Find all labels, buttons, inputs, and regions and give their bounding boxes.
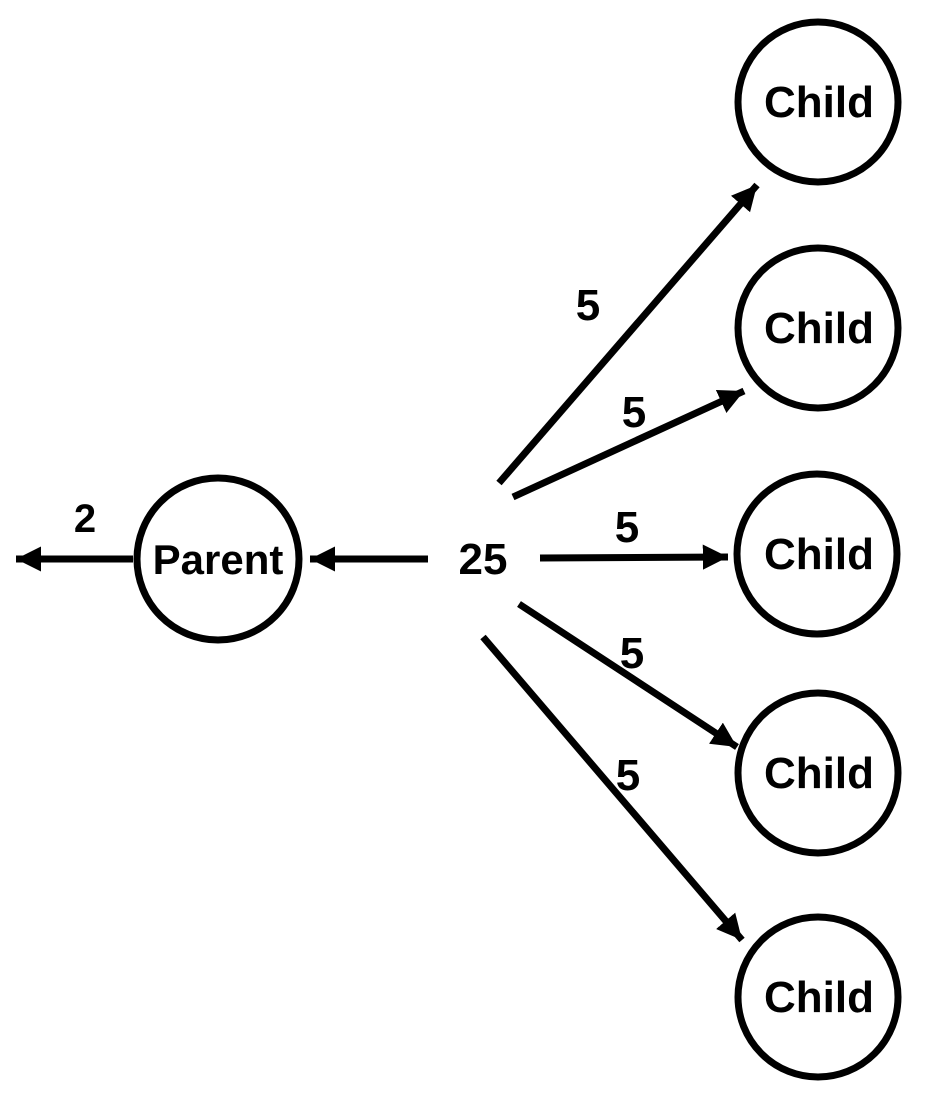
edge-source-to-child-5 [480, 634, 745, 943]
child-node-4 [734, 689, 902, 857]
child-node-4-label: Child [764, 749, 874, 798]
child-node-1-label: Child [764, 78, 874, 127]
edge-source-to-child-2 [511, 387, 746, 501]
edge-label-child-3: 5 [615, 503, 639, 552]
edge-source-to-child-1 [496, 182, 760, 486]
child-node-3-label: Child [764, 530, 874, 579]
edges-layer [16, 182, 760, 943]
edge-label-parent-outgoing: 2 [74, 497, 96, 541]
edge-source-to-child-4 [517, 601, 739, 750]
labels-layer: Parent Child Child Child Child Child 25 … [74, 78, 874, 1022]
edge-label-child-4: 5 [620, 629, 644, 678]
edge-source-to-child-3 [539, 544, 729, 570]
edge-label-child-1: 5 [576, 281, 600, 330]
child-node-5 [734, 913, 902, 1081]
parent-node-label: Parent [153, 536, 284, 583]
child-node-1 [734, 18, 902, 186]
edge-label-child-2: 5 [622, 388, 646, 437]
nodes-layer [133, 18, 902, 1081]
child-node-5-label: Child [764, 973, 874, 1022]
source-value-label: 25 [459, 535, 508, 584]
edge-label-child-5: 5 [616, 751, 640, 800]
child-node-3 [733, 470, 901, 638]
parent-node [133, 474, 303, 644]
child-node-2-label: Child [764, 304, 874, 353]
child-node-2 [734, 244, 902, 412]
